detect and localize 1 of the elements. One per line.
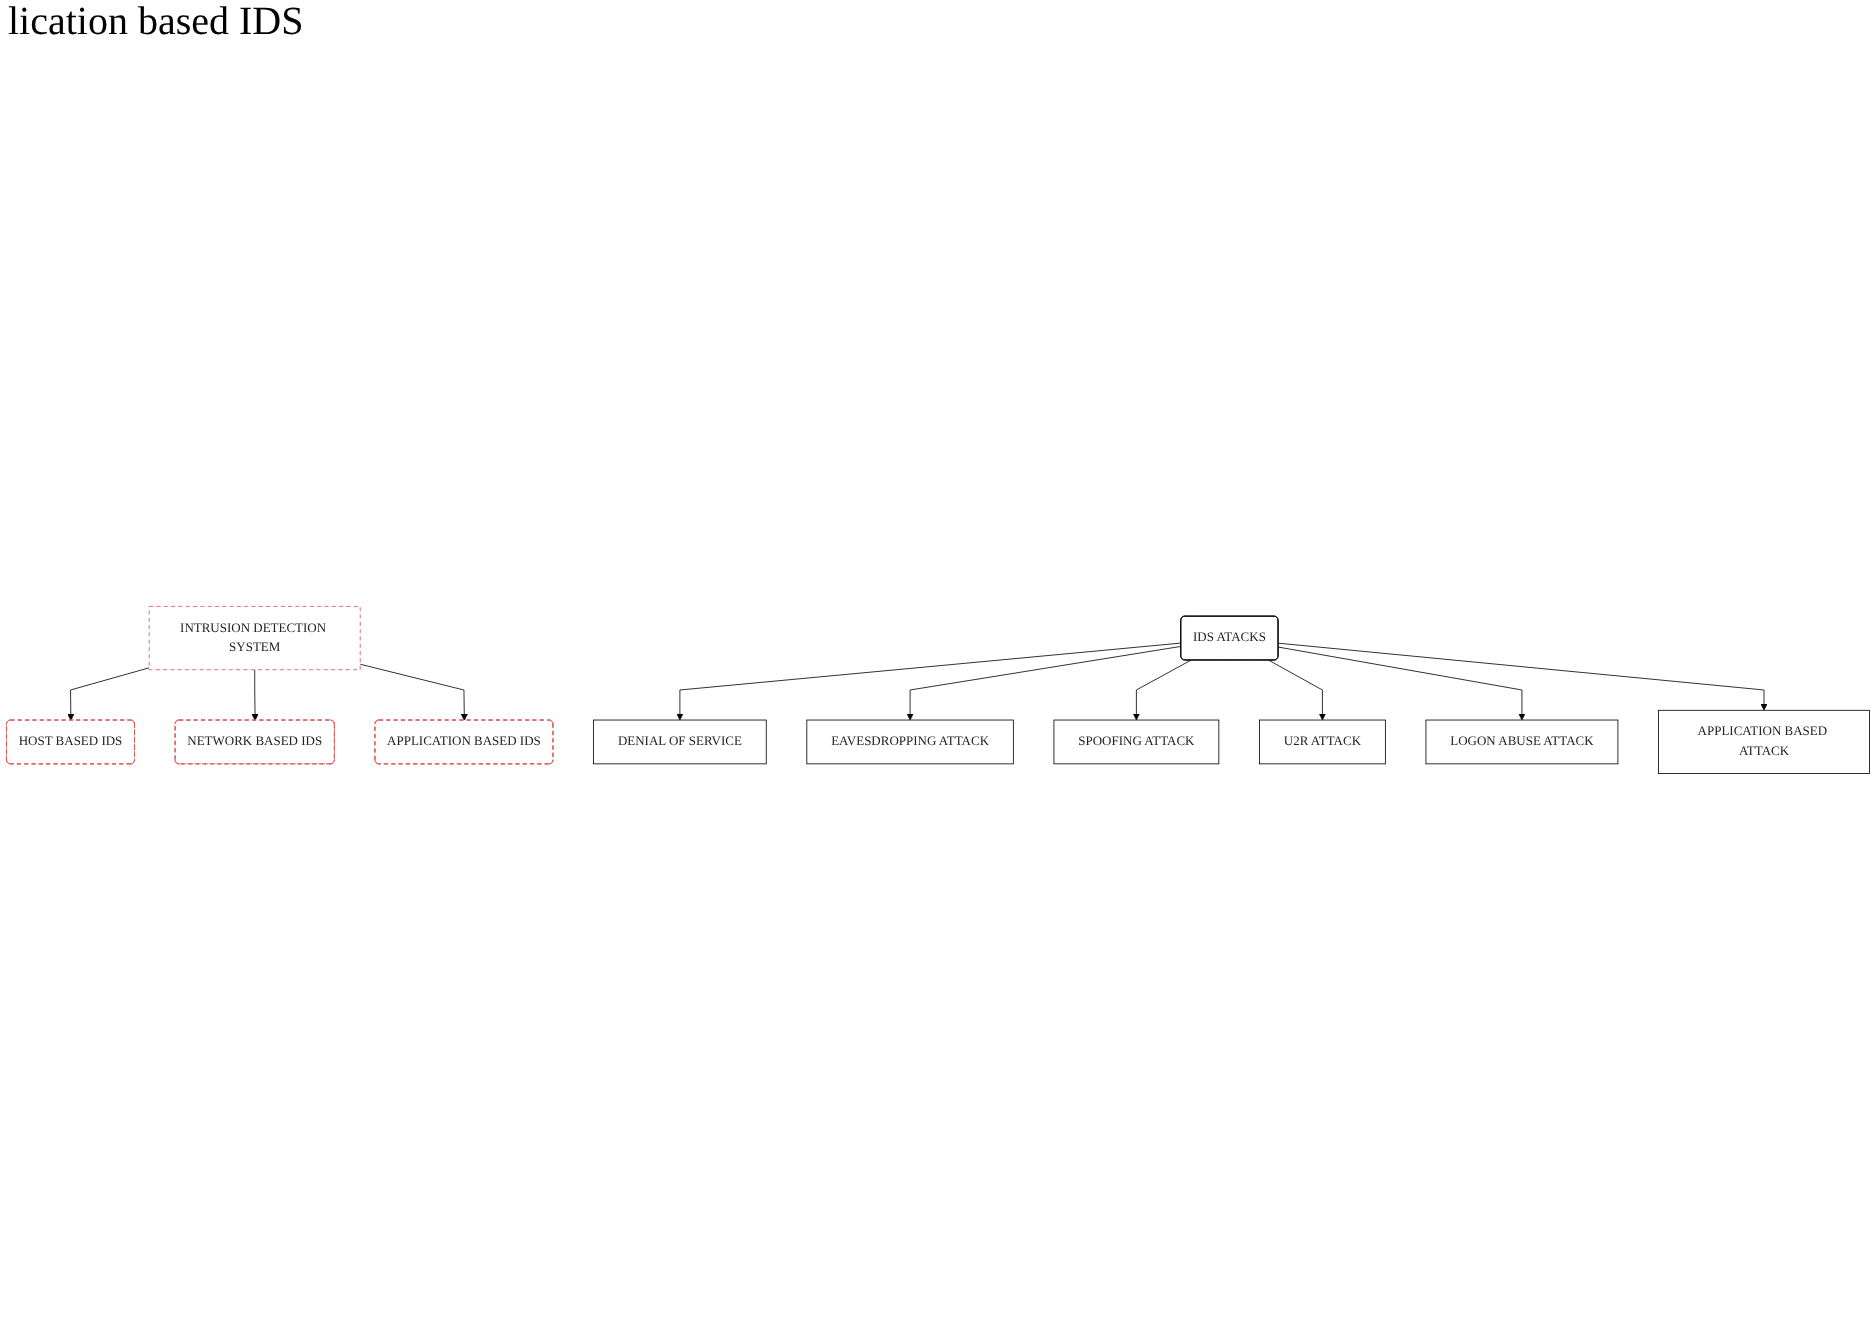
caption-text: lication based IDS	[8, 0, 304, 46]
